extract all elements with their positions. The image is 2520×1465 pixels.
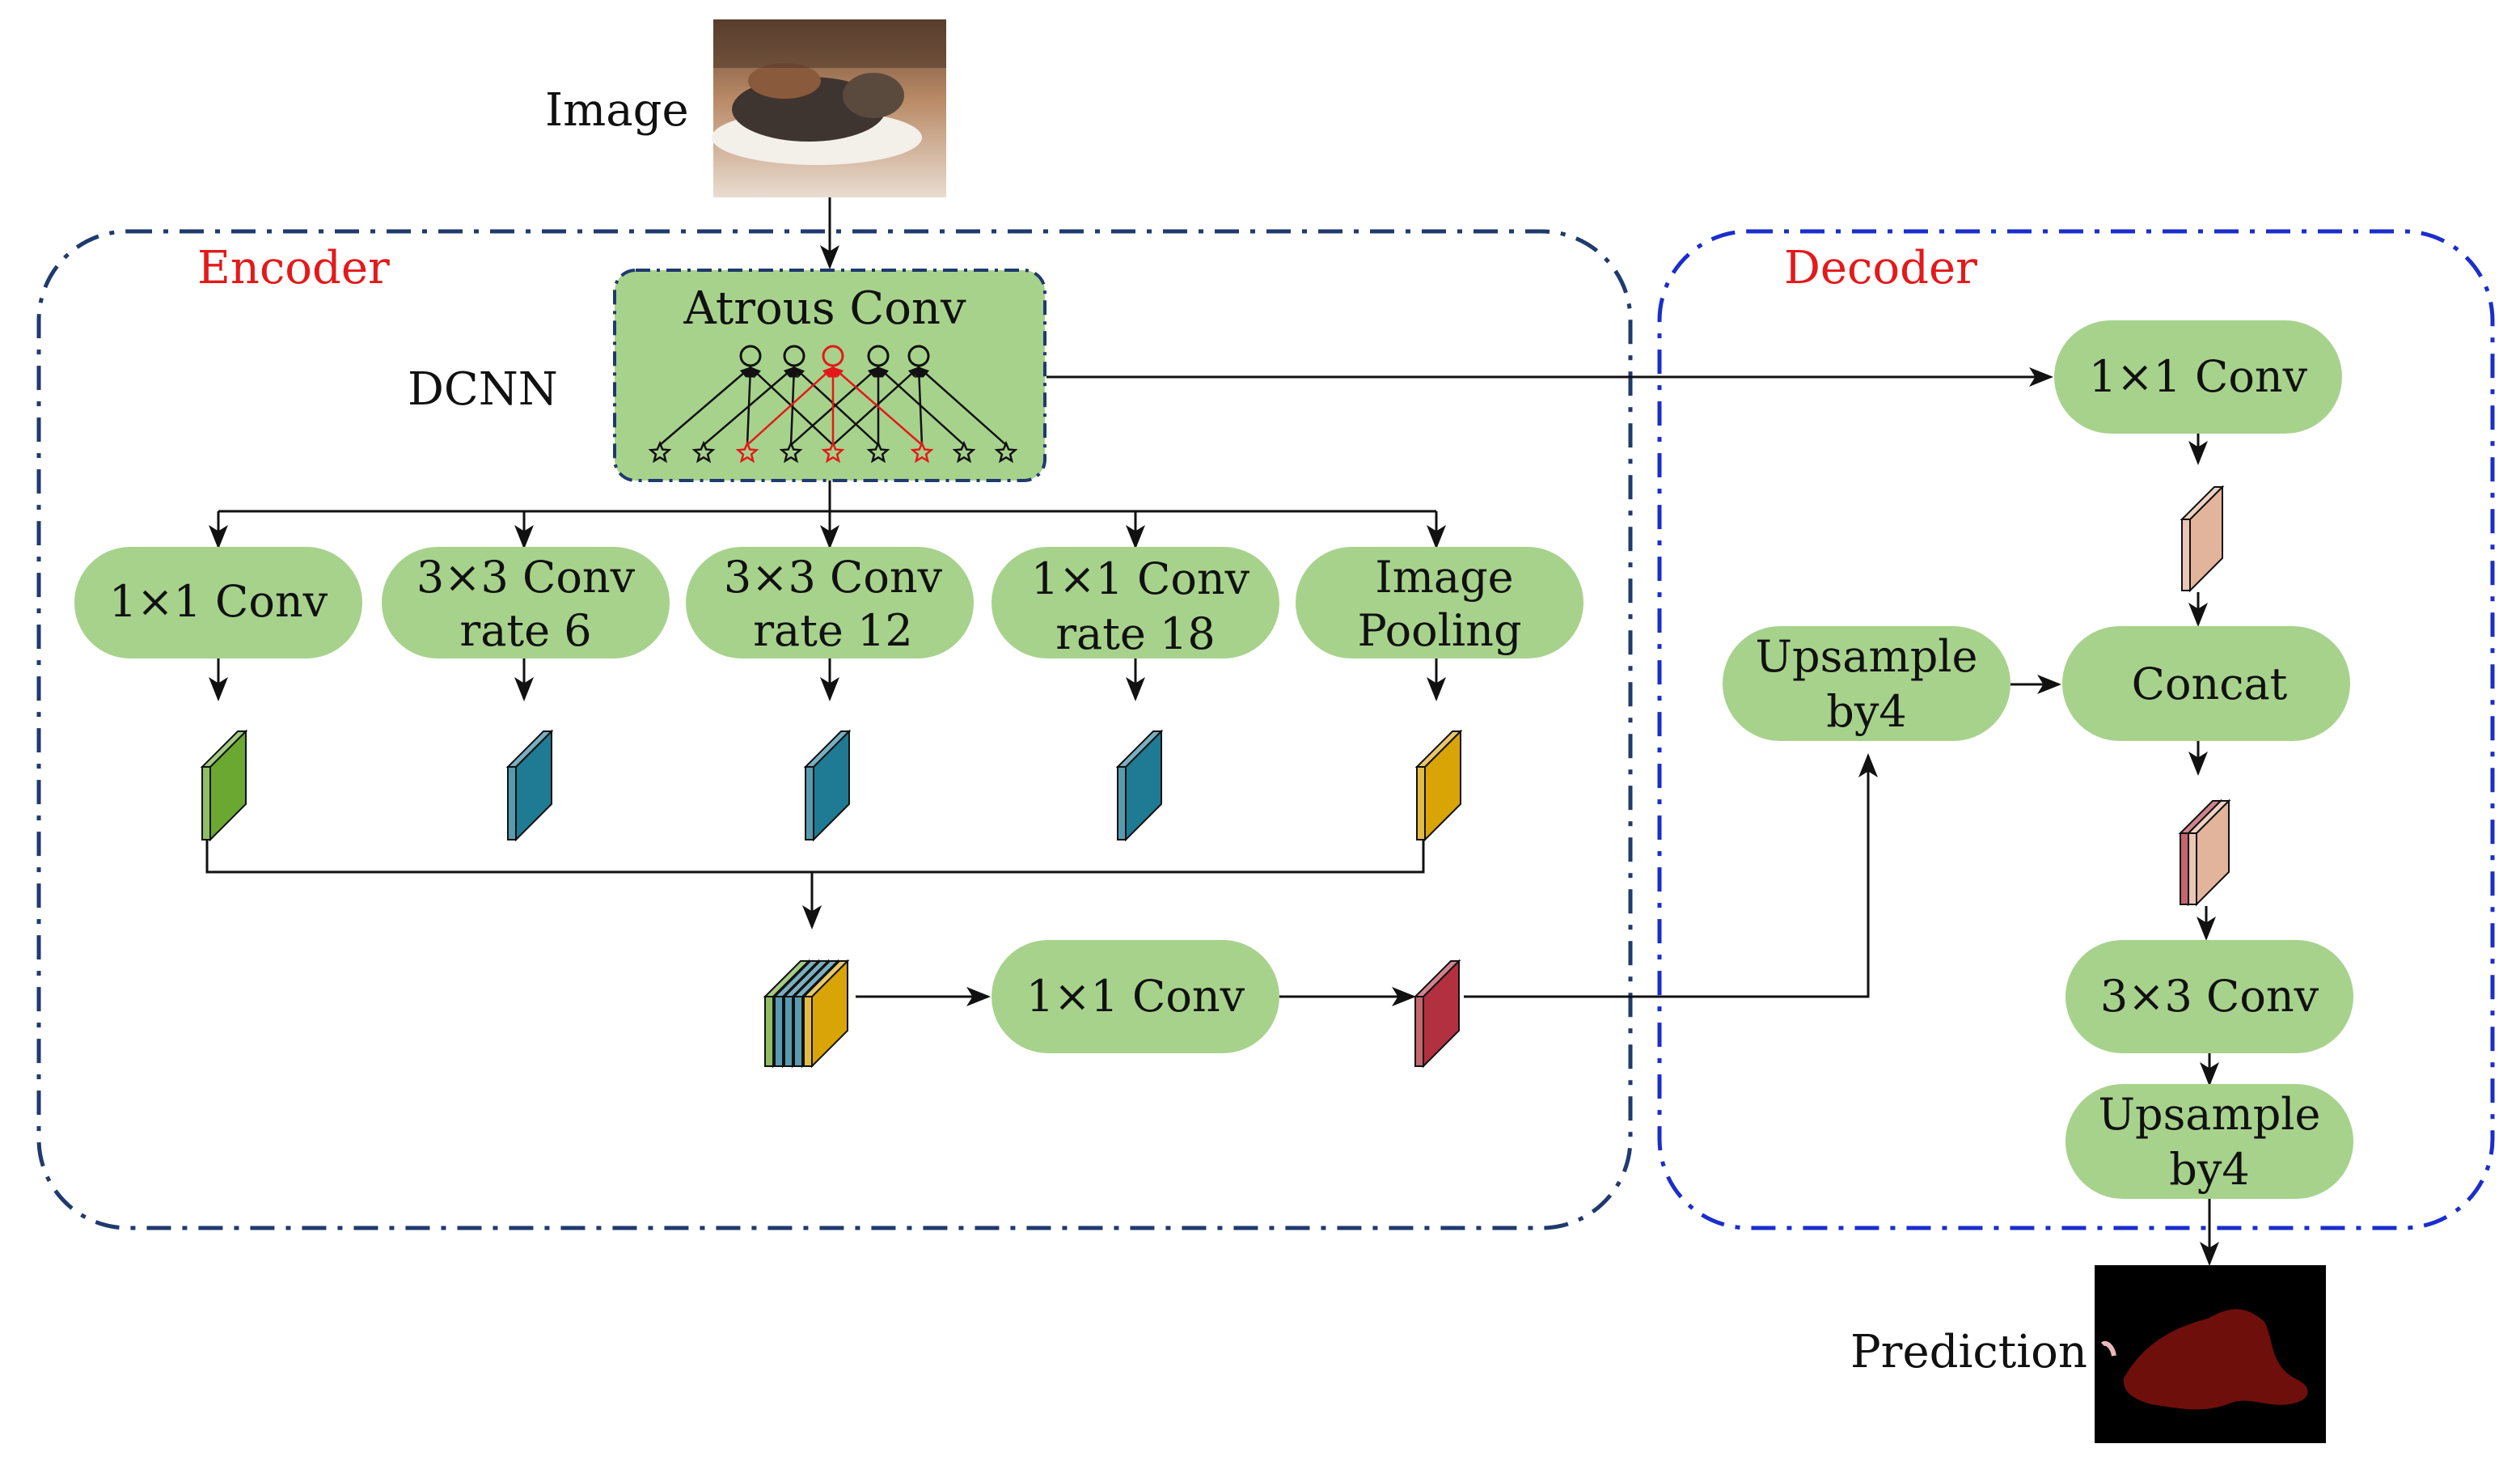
fuse-1x1-conv-label: 1×1 Conv xyxy=(1026,971,1245,1022)
concat-label: Concat xyxy=(2132,658,2288,709)
decoder-1x1-conv: 1×1 Conv xyxy=(2054,320,2342,434)
branch-1x1-rate18-line2: rate 18 xyxy=(1055,608,1216,659)
feature-map-green xyxy=(200,729,248,842)
branch-3x3-rate6: 3×3 Conv rate 6 xyxy=(382,547,670,658)
upsample-by4-block-2: Upsample by4 xyxy=(2065,1084,2353,1199)
encoder-region xyxy=(36,229,1633,1230)
branch-3x3-rate12-line1: 3×3 Conv xyxy=(724,552,943,603)
branch-1x1-rate18: 1×1 Conv rate 18 xyxy=(992,547,1279,659)
atrous-conv-label: Atrous Conv xyxy=(683,282,966,335)
image-label: Image xyxy=(545,84,689,137)
upsample-2-line2: by4 xyxy=(2169,1144,2249,1195)
upsample-1-line1: Upsample xyxy=(1756,631,1978,682)
encoder-label: Encoder xyxy=(197,242,390,294)
encoder-to-upsample-arrow xyxy=(1464,753,1878,998)
branch-output-arrows xyxy=(209,658,1446,701)
decoder-concat-feature xyxy=(2178,798,2231,907)
decoder-3x3-conv: 3×3 Conv xyxy=(2065,940,2353,1053)
prediction-label: Prediction xyxy=(1850,1326,2087,1378)
feature-map-yellow xyxy=(1414,729,1463,842)
fuse-1x1-conv: 1×1 Conv xyxy=(992,940,1279,1053)
decoder-label: Decoder xyxy=(1784,242,1977,294)
branch-splitter xyxy=(209,481,1446,549)
decoder-region xyxy=(1657,229,2495,1230)
branch-image-pooling-line1: Image xyxy=(1375,552,1513,603)
decoder-lowlevel-feature xyxy=(2180,485,2225,593)
branch-1x1-conv: 1×1 Conv xyxy=(74,547,362,658)
upsample-1-line2: by4 xyxy=(1826,686,1906,737)
branch-1x1-conv-label: 1×1 Conv xyxy=(109,576,328,627)
branch-image-pooling: Image Pooling xyxy=(1296,547,1583,658)
upsample-by4-block-1: Upsample by4 xyxy=(1723,626,2011,741)
branch-image-pooling-line2: Pooling xyxy=(1357,605,1521,656)
concat-block: Concat xyxy=(2062,626,2350,741)
branch-3x3-rate12-line2: rate 12 xyxy=(753,605,913,656)
decoder-3x3-conv-label: 3×3 Conv xyxy=(2100,971,2319,1022)
upsample-2-line1: Upsample xyxy=(2099,1089,2321,1140)
merge-bracket xyxy=(205,840,1425,874)
feature-map-blue-3 xyxy=(1115,729,1164,842)
branch-3x3-rate6-line2: rate 6 xyxy=(459,605,591,656)
input-image xyxy=(712,19,946,197)
atrous-conv-graph xyxy=(648,345,1018,464)
branch-1x1-rate18-line1: 1×1 Conv xyxy=(1031,553,1250,604)
dcnn-label: DCNN xyxy=(408,363,558,416)
branch-3x3-rate6-line1: 3×3 Conv xyxy=(416,552,636,603)
encoder-output-feature xyxy=(1413,959,1461,1069)
concatenated-feature-stack xyxy=(763,959,850,1069)
feature-map-blue-1 xyxy=(505,729,554,842)
prediction-mask xyxy=(2095,1265,2326,1443)
feature-map-blue-2 xyxy=(803,729,852,842)
branch-3x3-rate12: 3×3 Conv rate 12 xyxy=(686,547,974,658)
decoder-1x1-conv-label: 1×1 Conv xyxy=(2089,351,2308,402)
